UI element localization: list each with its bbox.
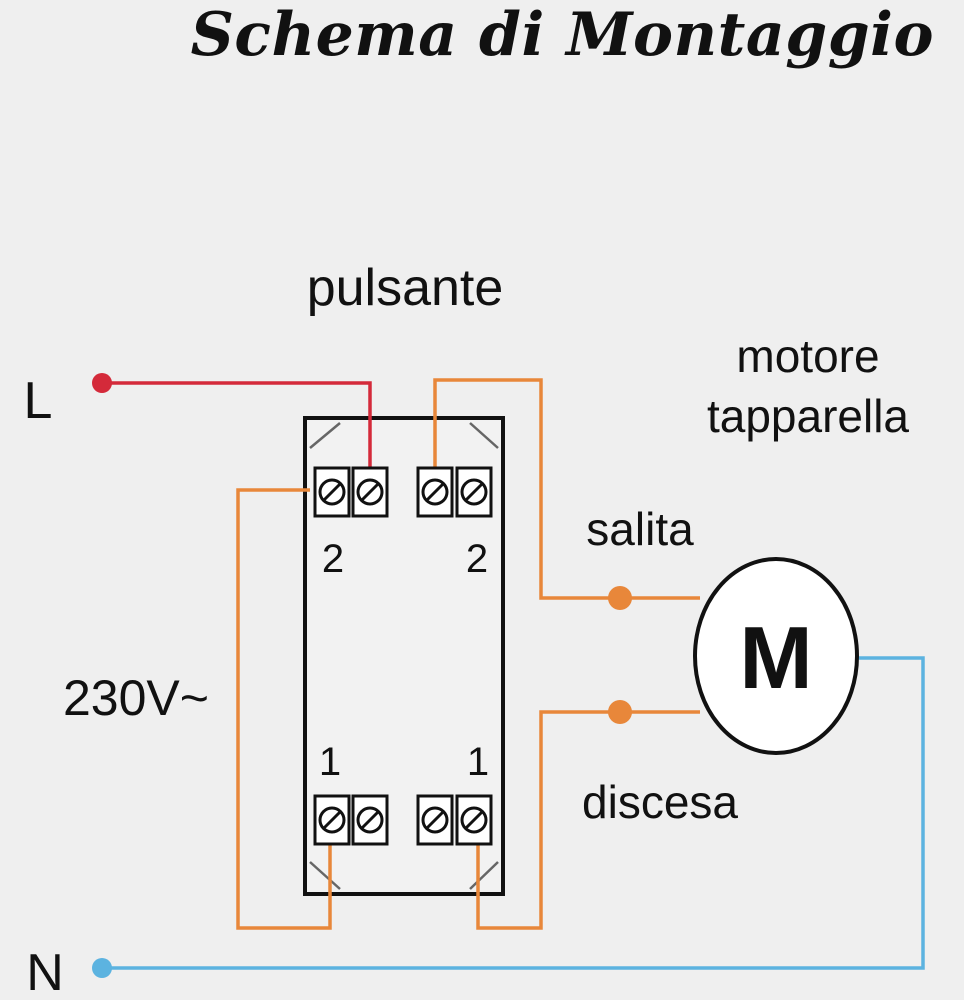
page-title: Schema di Montaggio: [190, 0, 934, 70]
terminal-screw-icon: [313, 794, 351, 846]
switch-label: pulsante: [307, 259, 504, 317]
motor-label-line2: tapparella: [707, 390, 909, 442]
terminal-screw-icon: [351, 466, 389, 518]
terminal-screw-icon: [455, 794, 493, 846]
discesa-label: discesa: [582, 776, 738, 828]
terminal-number-top-right: 2: [466, 537, 488, 581]
motor-label-line1: motore: [736, 330, 879, 382]
control-wires: [236, 378, 700, 930]
salita-label: salita: [586, 503, 694, 555]
terminal-screw-icon: [313, 466, 351, 518]
terminal-screw-icon: [455, 466, 493, 518]
neutral-label: N: [26, 944, 64, 1000]
terminals-bottom: [313, 794, 493, 846]
terminal-screw-icon: [416, 466, 454, 518]
terminal-number-bottom-left: 1: [319, 740, 341, 784]
terminal-screw-icon: [351, 794, 389, 846]
motor: [693, 557, 859, 755]
neutral-terminal-dot: [92, 958, 112, 978]
phase-wire: [102, 381, 372, 474]
discesa-junction-dot: [608, 700, 632, 724]
motor-symbol: M: [739, 608, 812, 707]
voltage-label: 230V~: [63, 670, 209, 726]
salita-junction-dot: [608, 586, 632, 610]
neutral-wire: [102, 656, 925, 970]
line-terminal-dot: [92, 373, 112, 393]
terminal-number-top-left: 2: [322, 537, 344, 581]
terminals-top: [313, 466, 493, 518]
line-label: L: [24, 372, 53, 430]
terminal-number-bottom-right: 1: [467, 740, 489, 784]
terminal-screw-icon: [416, 794, 454, 846]
